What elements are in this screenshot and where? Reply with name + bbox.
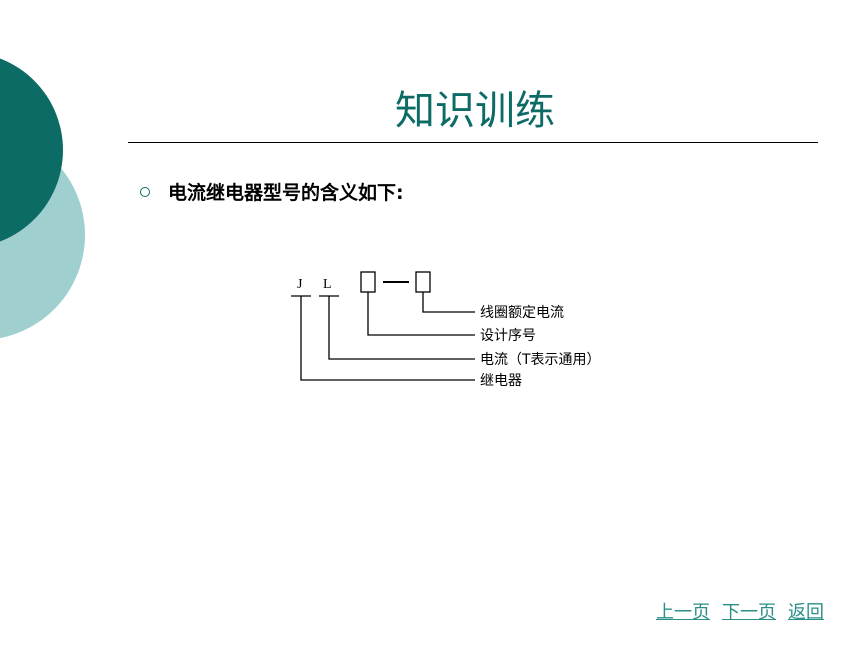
- leader-current: [328, 296, 475, 360]
- design-number-box: [360, 271, 376, 293]
- nav-links: 上一页 下一页 返回: [656, 598, 824, 624]
- code-l: L: [323, 277, 332, 292]
- decorative-circles: [0, 58, 85, 339]
- bullet-text: 电流继电器型号的含义如下:: [168, 182, 404, 204]
- bullet-item: 电流继电器型号的含义如下:: [140, 178, 404, 205]
- prev-page-link[interactable]: 上一页: [656, 602, 710, 623]
- bullet-circle-icon: [140, 186, 150, 197]
- label-rated-current: 线圈额定电流: [480, 305, 564, 321]
- leader-rated-current: [422, 292, 475, 313]
- leader-relay: [300, 296, 475, 381]
- code-j: J: [297, 277, 303, 292]
- label-design-number: 设计序号: [480, 328, 536, 344]
- page-title: 知识训练: [395, 88, 555, 134]
- next-page-link[interactable]: 下一页: [722, 602, 776, 623]
- label-relay: 继电器: [480, 373, 522, 389]
- relay-model-diagram: J L 线圈额定电流 设计序号 电流（T表示通用） 继电器: [291, 271, 601, 389]
- back-link[interactable]: 返回: [788, 602, 824, 623]
- label-current: 电流（T表示通用）: [480, 352, 601, 368]
- rated-current-box: [415, 271, 431, 293]
- title-divider: [128, 142, 818, 143]
- leader-design-number: [367, 292, 475, 336]
